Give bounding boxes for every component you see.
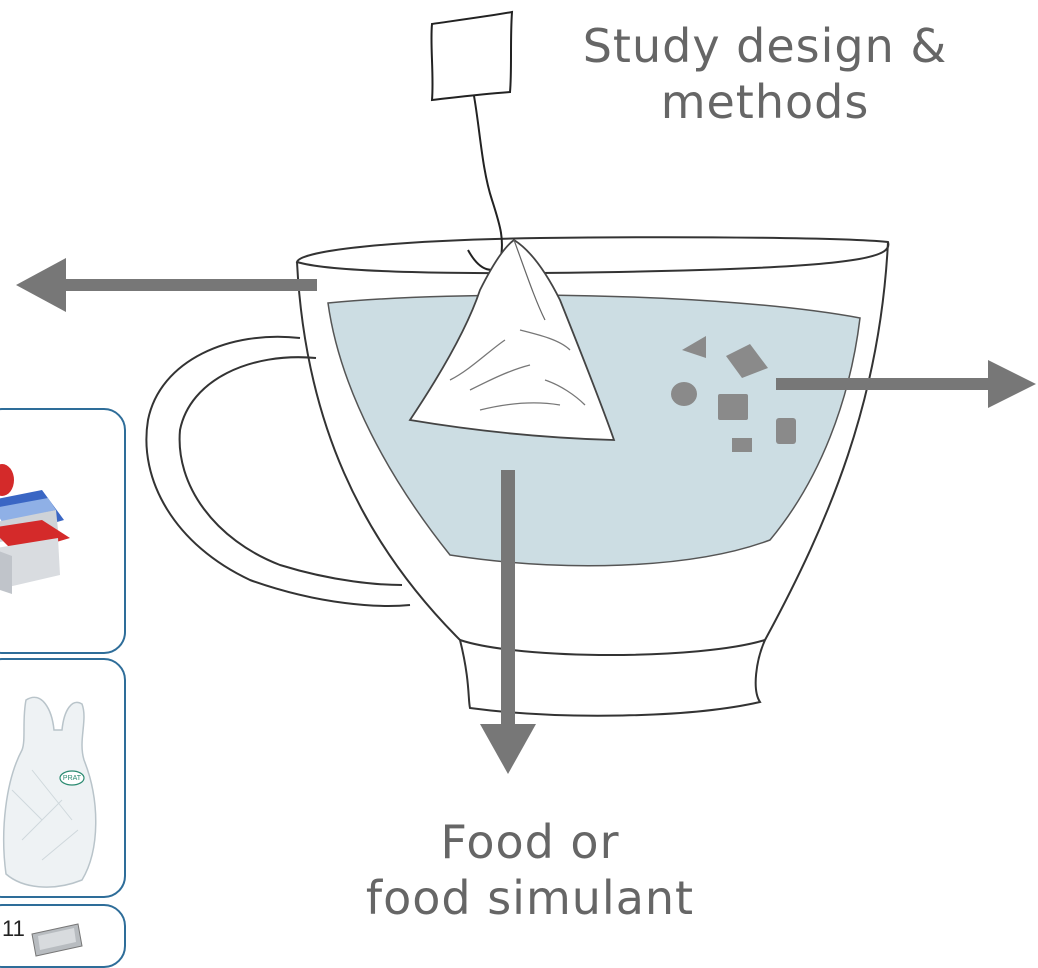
food-line-1: Food or	[440, 815, 620, 869]
plastic-bag-icon: PRAT	[2, 696, 97, 888]
tray-card: 11	[0, 904, 126, 968]
arrow-down-icon	[480, 470, 536, 774]
food-label: Food or food simulant	[330, 814, 730, 926]
bag-logo: PRAT	[63, 775, 82, 782]
study-design-label: Study design & methods	[550, 18, 980, 130]
food-line-2: food simulant	[365, 871, 695, 925]
plastic-bag-card: PRAT	[0, 658, 126, 898]
tea-bag-icon	[408, 10, 616, 441]
food-container-icon	[0, 464, 70, 594]
cup-handle	[145, 335, 411, 607]
arrow-right-icon	[776, 360, 1036, 408]
study-design-line-2: methods	[660, 75, 870, 129]
particles-icon	[671, 336, 796, 452]
tea-cup-icon	[295, 236, 890, 717]
tray-icon	[31, 923, 83, 957]
tea-cup-diagram	[16, 10, 1036, 774]
food-containers-card	[0, 408, 126, 654]
arrow-left-icon	[16, 258, 317, 312]
tray-number: 11	[2, 916, 25, 941]
study-design-line-1: Study design &	[582, 19, 948, 73]
